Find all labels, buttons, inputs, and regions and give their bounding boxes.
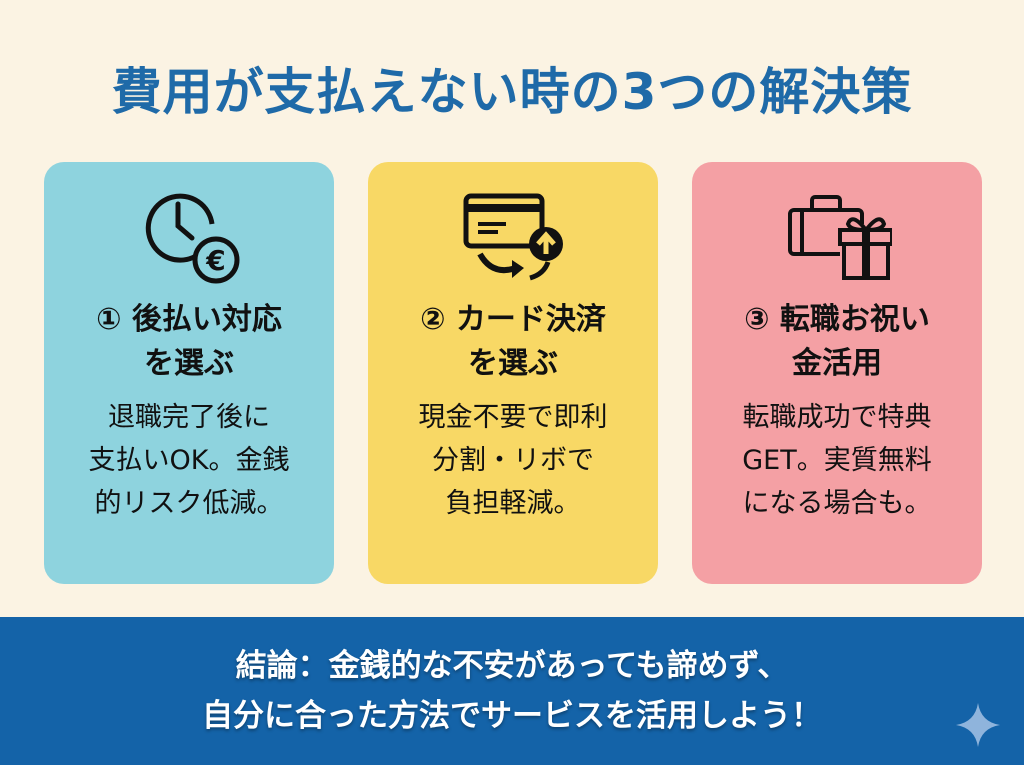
card-heading: ① 後払い対応	[96, 302, 282, 337]
sparkle-icon	[956, 703, 1000, 747]
clock-euro-icon: €	[145, 193, 240, 284]
card-heading: ② カード決済	[420, 302, 606, 337]
card-text: 的リスク低減。	[94, 488, 284, 519]
conclusion-line-1: 結論：金銭的な不安があっても諦めず、	[235, 648, 789, 684]
card-card-payment: ② カード決済 を選ぶ 現金不要で即利 分割・リボで 負担軽減。	[368, 162, 658, 584]
card-text: 分割・リボで	[432, 445, 594, 476]
card-text: 現金不要で即利	[418, 402, 608, 433]
conclusion-banner: 結論：金銭的な不安があっても諦めず、 自分に合った方法でサービスを活用しよう！	[0, 617, 1024, 765]
page-title: 費用が支払えない時の3つの解決策	[111, 63, 913, 121]
svg-text:€: €	[205, 244, 225, 277]
card-heading: を選ぶ	[143, 346, 234, 381]
card-text: GET。実質無料	[742, 445, 932, 476]
card-text: になる場合も。	[742, 488, 932, 519]
conclusion-line-2: 自分に合った方法でサービスを活用しよう！	[202, 698, 822, 734]
credit-card-icon	[463, 193, 563, 281]
solution-cards: € ① 後払い対応 を選ぶ 退職完了後に 支払いOK。金銭 的リスク低減。 ② …	[44, 162, 982, 584]
card-deferred-payment: € ① 後払い対応 を選ぶ 退職完了後に 支払いOK。金銭 的リスク低減。	[44, 162, 334, 584]
card-text: 支払いOK。金銭	[88, 445, 290, 476]
card-heading: を選ぶ	[467, 346, 558, 381]
card-text: 転職成功で特典	[742, 402, 932, 433]
card-heading: ③ 転職お祝い	[744, 302, 930, 337]
briefcase-gift-icon	[788, 195, 892, 280]
card-celebration-bonus: ③ 転職お祝い 金活用 転職成功で特典 GET。実質無料 になる場合も。	[692, 162, 982, 584]
card-text: 退職完了後に	[108, 402, 270, 433]
card-text: 負担軽減。	[445, 488, 581, 519]
card-heading: 金活用	[791, 346, 882, 381]
